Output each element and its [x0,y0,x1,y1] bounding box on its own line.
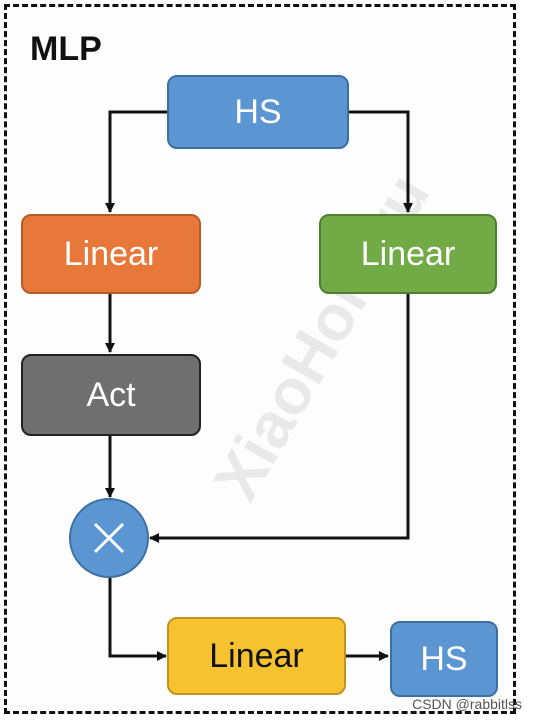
node-linear-left-label: Linear [63,234,159,273]
node-act-label: Act [86,375,136,414]
edge-hs-to-linear-right [349,110,413,213]
edge-hs-to-linear-left [105,110,167,213]
node-hs-input: HS [167,75,349,149]
multiply-icon [93,522,125,554]
node-linear-left: Linear [21,214,201,294]
edge-multiply-to-linear-bottom [108,578,167,661]
node-linear-bottom-label: Linear [209,636,304,675]
node-linear-right: Linear [319,214,497,294]
node-hs-output: HS [390,621,498,697]
credit-text: CSDN @rabbitlss [412,696,522,712]
node-act: Act [21,354,201,436]
node-hs-output-label: HS [420,639,468,678]
node-multiply [69,498,149,578]
diagram-title: MLP [30,30,102,68]
edge-linear-right-to-multiply [149,294,410,543]
node-linear-bottom: Linear [167,617,346,695]
node-hs-input-label: HS [234,92,282,131]
node-linear-right-label: Linear [360,234,456,273]
